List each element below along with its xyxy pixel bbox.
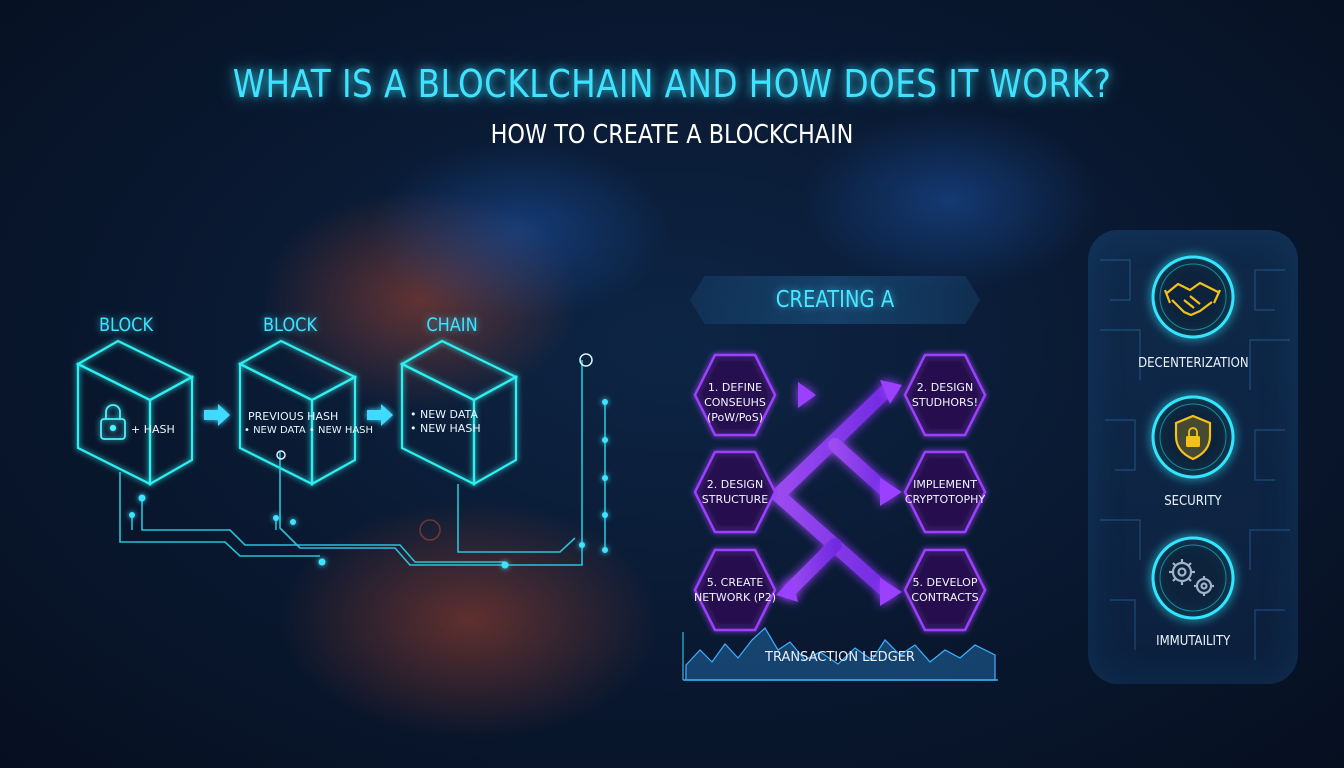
circuit-end-ring	[276, 353, 593, 460]
circuit-traces	[119, 360, 606, 566]
chain-cube	[399, 339, 519, 486]
chain-text-line1: • NEW DATA	[410, 408, 478, 421]
process-arrows	[765, 385, 892, 597]
block-1-cube	[75, 339, 195, 486]
process-banner: CREATING A BLOCKCHAIN	[690, 276, 980, 324]
block-2-text-line1: PREVIOUS HASH	[248, 410, 339, 423]
step-3-text: 2. DESIGN STRUCTURE	[688, 477, 782, 507]
step-5-line1: 5. CREATE	[706, 576, 764, 589]
feature-2-text: IMMUTAILITY	[1155, 634, 1231, 649]
feature-1-text: SECURITY	[1164, 494, 1222, 509]
block-arrow-2	[367, 404, 393, 426]
block-2-cube	[237, 339, 358, 486]
chain-text-line2: • NEW HASH	[410, 422, 481, 435]
background-particles	[260, 110, 1100, 740]
page-subtitle: HOW TO CREATE A BLOCKCHAIN	[490, 120, 854, 150]
step-6-text: 5. DEVELOP CONTRACTS	[898, 575, 992, 605]
feature-label-security: SECURITY	[1088, 494, 1298, 509]
step-1-line1: 1. DEFINE CONSEUHS	[704, 381, 766, 409]
chain-heading: CHAIN	[426, 314, 478, 336]
block-2-text-line2: • NEW DATA • NEW HASH	[244, 425, 374, 436]
step-3-line2: STRUCTURE	[701, 493, 769, 506]
hex-step-3	[693, 450, 777, 534]
page-title: WHAT IS A BLOCKLCHAIN AND HOW DOES IT WO…	[232, 62, 1112, 106]
feature-label-immutability: IMMUTAILITY	[1088, 634, 1298, 649]
immutability-badge	[1151, 536, 1235, 620]
handshake-icon	[1163, 281, 1221, 317]
hex-step-4	[903, 450, 987, 534]
feature-label-decentralization: DECENTERIZATION	[1088, 356, 1298, 371]
step-1-text: 1. DEFINE CONSEUHS (PoW/PoS)	[688, 380, 782, 425]
circuit-nodes	[129, 399, 608, 569]
step-4-text: IMPLEMENT CRYPTOTOPHY	[898, 477, 992, 507]
process-banner-label: CREATING A BLOCKCHAIN	[771, 287, 899, 361]
hexagons	[693, 353, 987, 632]
shield-lock-icon	[1174, 414, 1212, 461]
hex-step-5	[693, 548, 777, 632]
process-arrowheads	[776, 380, 902, 606]
block-arrow-1	[204, 404, 230, 426]
step-6-line2: CONTRACTS	[911, 591, 979, 604]
hex-step-1	[693, 353, 777, 437]
step-4-line2: CRYPTOTOPHY	[904, 493, 986, 506]
block-1-text: + HASH	[131, 423, 175, 436]
gears-icon	[1169, 559, 1214, 596]
hex-step-6	[903, 548, 987, 632]
panel-circuit-pattern	[1100, 259, 1290, 660]
block-1-heading: BLOCK	[98, 314, 154, 336]
block-2-heading: BLOCK	[262, 314, 318, 336]
step-2-line1: 2. DESIGN	[916, 381, 974, 394]
step-2-line2: STUDHORS!	[911, 396, 979, 409]
ledger-chart	[682, 627, 998, 681]
hex-step-2	[903, 353, 987, 437]
step-1-line2: (PoW/PoS)	[706, 411, 764, 424]
step-5-text: 5. CREATE NETWORK (P2)	[688, 575, 782, 605]
step-6-line1: 5. DEVELOP	[912, 576, 978, 589]
step-2-text: 2. DESIGN STUDHORS!	[898, 380, 992, 410]
feature-0-text: DECENTERIZATION	[1137, 356, 1249, 371]
step-5-line2: NETWORK (P2)	[693, 591, 776, 604]
padlock-icon	[100, 404, 126, 440]
step-4-line1: IMPLEMENT	[913, 478, 977, 491]
step-3-line1: 2. DESIGN	[706, 478, 764, 491]
ledger-label: TRANSACTION LEDGER	[765, 650, 915, 665]
